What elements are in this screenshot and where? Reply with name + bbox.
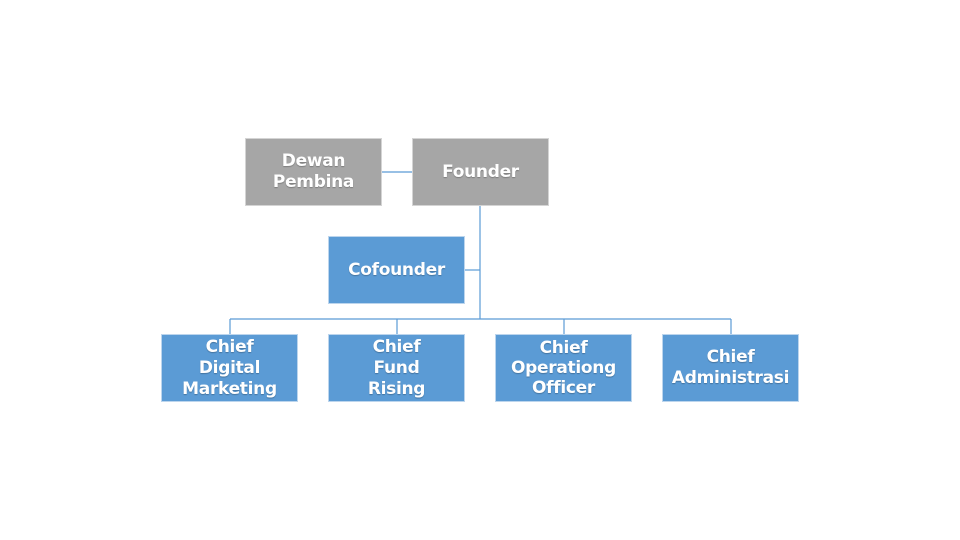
node-label: Chief Administrasi [671, 347, 790, 388]
node-label: Cofounder [348, 259, 445, 280]
node-chief-administrasi: Chief Administrasi [662, 334, 799, 402]
node-dewan-pembina: Dewan Pembina [245, 138, 382, 206]
node-label: Chief Operationg Officer [511, 338, 616, 398]
node-label: Founder [442, 161, 519, 182]
node-founder: Founder [412, 138, 549, 206]
node-cofounder: Cofounder [328, 236, 465, 304]
node-chief-fund-rising: Chief Fund Rising [328, 334, 465, 402]
node-chief-digital-marketing: Chief Digital Marketing [161, 334, 298, 402]
node-label: Dewan Pembina [272, 151, 355, 192]
node-label: Chief Digital Marketing [182, 336, 277, 399]
node-chief-operating-officer: Chief Operationg Officer [495, 334, 632, 402]
node-label: Chief Fund Rising [367, 336, 426, 399]
